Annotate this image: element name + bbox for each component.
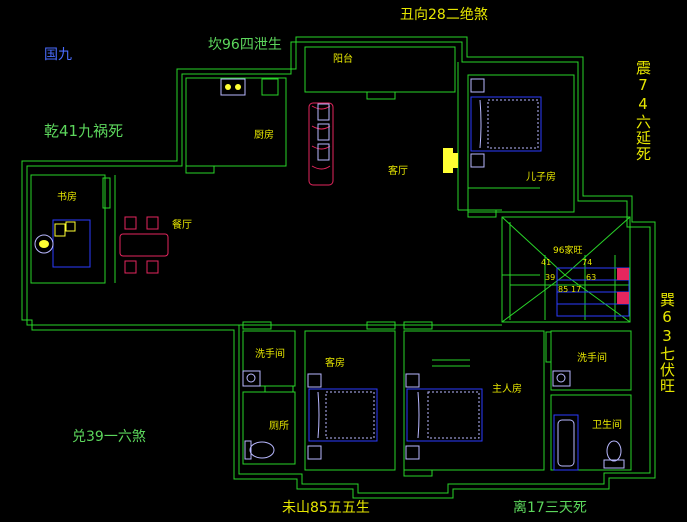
windows bbox=[102, 91, 552, 477]
room-son: 儿子房 bbox=[526, 172, 556, 183]
center-label: 96家旺 bbox=[553, 246, 583, 256]
label-right-upper: 震74六延死 bbox=[634, 60, 652, 162]
study-desk-icon bbox=[34, 219, 91, 268]
label-top-left: 坎96四泄生 bbox=[208, 37, 282, 53]
kitchen-stove-icon bbox=[220, 78, 279, 96]
bathroom-toilet-icon bbox=[603, 440, 625, 469]
room-study: 书房 bbox=[57, 192, 77, 203]
room-living: 客厅 bbox=[388, 166, 408, 177]
label-corner: 国九 bbox=[44, 47, 72, 63]
balcony-room bbox=[304, 46, 456, 93]
room-master: 主人房 bbox=[492, 384, 522, 395]
master-room bbox=[403, 330, 545, 471]
bathroom-room bbox=[550, 394, 632, 471]
room-guest: 客房 bbox=[325, 358, 345, 369]
label-right-lower: 巽63七伏旺 bbox=[658, 292, 676, 394]
room-kitchen: 厨房 bbox=[254, 130, 274, 141]
sofa-icon bbox=[308, 102, 334, 186]
kitchen-room bbox=[185, 77, 287, 167]
master-bed-icon bbox=[405, 373, 483, 460]
center-number-41: 41 bbox=[541, 258, 552, 267]
son-bed-icon bbox=[470, 78, 542, 168]
guest-room bbox=[304, 330, 396, 471]
center-number-39: 39 bbox=[545, 273, 556, 282]
stairs-room bbox=[501, 216, 631, 323]
label-left-upper: 乾41九祸死 bbox=[44, 122, 124, 140]
center-number-85: 85 bbox=[558, 285, 569, 294]
room-bath-left: 洗手间 bbox=[255, 349, 285, 360]
dining-table-icon bbox=[119, 216, 169, 274]
center-number-63: 63 bbox=[586, 273, 597, 282]
study-room bbox=[30, 174, 106, 284]
stairs-icon bbox=[501, 216, 631, 323]
label-bottom-right: 离17三天死 bbox=[513, 500, 587, 516]
sink-icons bbox=[242, 370, 571, 387]
room-bathroom: 卫生间 bbox=[592, 420, 622, 431]
tv-icon bbox=[443, 148, 458, 173]
label-bottom-left: 兑39一六煞 bbox=[72, 429, 146, 445]
room-dining: 餐厅 bbox=[172, 220, 192, 231]
bathtub-icon bbox=[553, 414, 579, 471]
room-bath-right: 洗手间 bbox=[577, 353, 607, 364]
label-bottom-center: 未山85五五生 bbox=[282, 500, 370, 516]
son-room bbox=[467, 74, 575, 213]
room-balcony: 阳台 bbox=[333, 54, 353, 65]
center-number-74: 74 bbox=[582, 258, 593, 267]
guest-bed-icon bbox=[307, 373, 378, 460]
walls bbox=[21, 36, 656, 499]
room-toilet: 厕所 bbox=[269, 421, 289, 432]
toilet-icon bbox=[244, 440, 275, 460]
center-number-17: 17 bbox=[571, 285, 582, 294]
label-top: 丑向28二绝煞 bbox=[400, 7, 488, 23]
shoe-cabinet-icon bbox=[556, 267, 630, 317]
